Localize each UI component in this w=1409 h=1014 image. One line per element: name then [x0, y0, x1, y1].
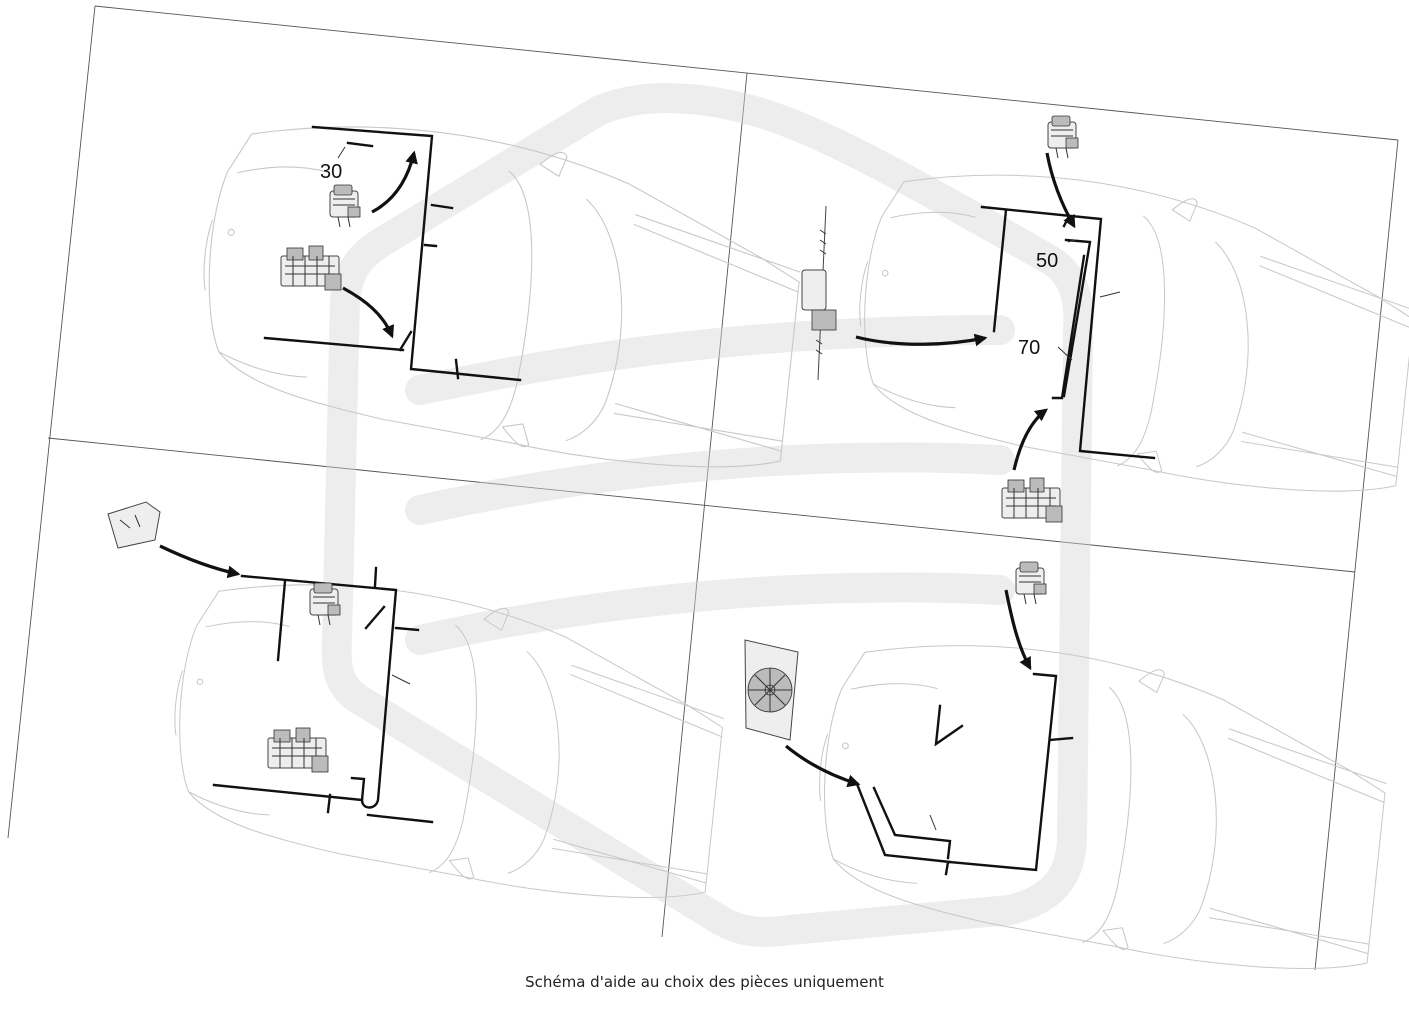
panel-bottom-left [107, 501, 734, 908]
arrow [784, 744, 861, 788]
panel-bottom-right [744, 561, 1397, 980]
bracket-icon [107, 501, 161, 549]
relay-box-icon [1047, 115, 1079, 159]
panel-top-right: 50 70 [801, 115, 1409, 523]
relay-box-icon [1015, 561, 1047, 605]
relay-box-icon [329, 184, 361, 228]
watermark-logo-icon [321, 83, 1094, 947]
arrow [1004, 589, 1032, 671]
arrow [371, 150, 418, 214]
fuse-box-icon [267, 727, 329, 773]
callout-70: 70 [1018, 337, 1040, 359]
panel-top-left: 30 [187, 108, 812, 479]
fuse-box-icon [1001, 477, 1063, 523]
radiator-fan-icon [744, 639, 799, 741]
fuse-box-icon [280, 245, 342, 291]
steering-rack-icon [801, 205, 837, 381]
arrow [159, 544, 241, 579]
harness-line [311, 125, 522, 382]
caption: Schéma d'aide au choix des pièces unique… [525, 973, 884, 991]
callout-30: 30 [320, 161, 342, 183]
panel-frame [7, 5, 1399, 971]
arrow [1045, 152, 1076, 229]
arrow [855, 333, 988, 347]
arrow [1012, 408, 1049, 471]
arrow [342, 286, 395, 339]
callout-50: 50 [1036, 250, 1058, 272]
